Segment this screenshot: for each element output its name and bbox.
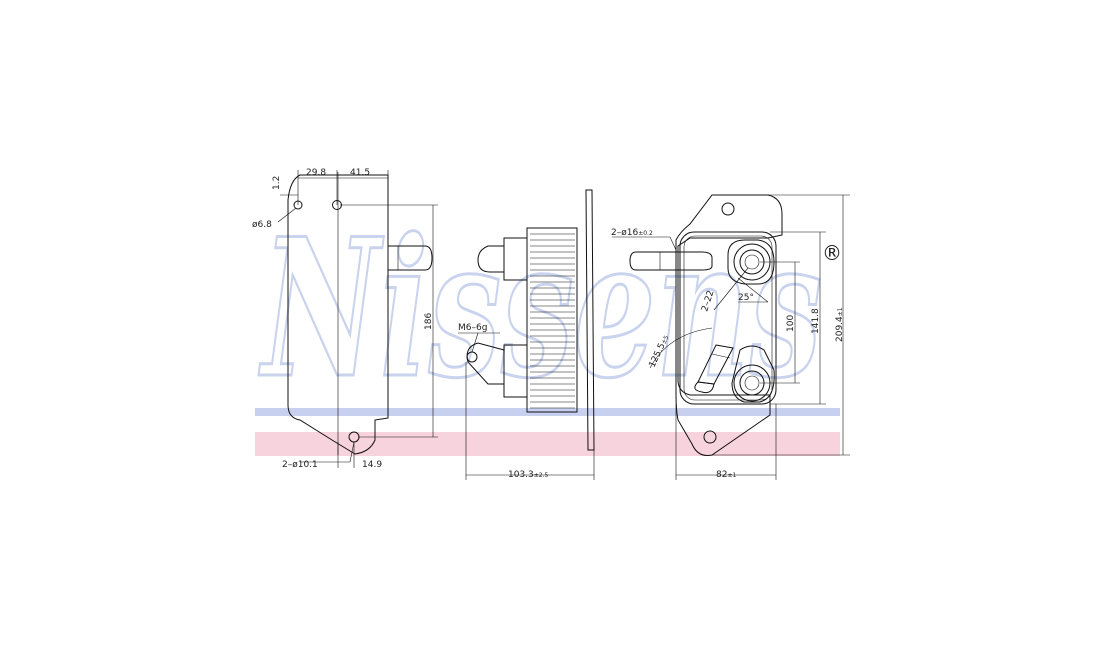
right-dim-height-value: 209.4 bbox=[835, 316, 845, 342]
watermark-registered-mark: ® bbox=[822, 241, 842, 265]
right-dim-center-spacing: 100 bbox=[786, 315, 796, 332]
middle-dim-depth: 103.3±2.5 bbox=[508, 470, 549, 480]
middle-view-bottom-pipe bbox=[466, 342, 505, 385]
right-dim-height: 209.4±1 bbox=[835, 307, 845, 342]
right-view-lower-port-inner bbox=[744, 375, 760, 391]
left-view: 29.8 41.5 1.2 ø6.8 186 2–ø10.1 14.9 bbox=[252, 168, 438, 470]
middle-dim-thread: M6–6g bbox=[458, 323, 487, 333]
right-view-upper-pipe bbox=[629, 251, 713, 271]
right-dim-ports-leader bbox=[713, 267, 749, 311]
left-dim-height: 186 bbox=[424, 313, 434, 330]
right-view-flange bbox=[675, 194, 783, 456]
left-dim-bottom-leader-2 bbox=[349, 441, 355, 463]
left-dim-top-1: 29.8 bbox=[306, 168, 326, 178]
right-dim-width-value: 82 bbox=[716, 470, 727, 480]
middle-view-fins bbox=[530, 233, 575, 409]
left-view-body bbox=[287, 174, 389, 455]
middle-dim-depth-value: 103.3 bbox=[508, 470, 534, 480]
middle-view-bottom-fitting bbox=[503, 344, 528, 398]
right-dim-pipe-value: 2–ø16 bbox=[611, 228, 638, 238]
left-dim-top-2: 41.5 bbox=[350, 168, 370, 178]
middle-view-top-pipe bbox=[477, 245, 504, 273]
left-dim-bottom-offset: 14.9 bbox=[362, 460, 382, 470]
left-dim-diam-leader bbox=[277, 207, 297, 223]
right-view-lower-pipe-ring bbox=[711, 353, 731, 359]
left-dim-small-gap: 1.2 bbox=[272, 176, 282, 190]
right-view-upper-port-inner bbox=[744, 254, 760, 270]
middle-view-top-fitting bbox=[503, 237, 528, 281]
middle-dim-depth-tol: ±2.5 bbox=[534, 472, 549, 479]
right-dim-width-tol: ±1 bbox=[727, 472, 736, 479]
left-view-pipe bbox=[387, 245, 433, 271]
right-dim-inner-height: 141.8 bbox=[811, 308, 821, 334]
left-dim-bottom-holes: 2–ø10.1 bbox=[282, 460, 318, 470]
right-dim-pipe-leader-2 bbox=[669, 236, 677, 251]
right-dim-pipe-tol: ±0.2 bbox=[638, 230, 653, 237]
right-view-lower-pipe-tip bbox=[694, 381, 715, 394]
right-view-top-mount-hole bbox=[721, 202, 735, 216]
right-dim-radius-arc bbox=[649, 327, 713, 369]
right-view-bottom-mount-hole bbox=[703, 430, 717, 444]
watermark-band-pink bbox=[255, 432, 840, 456]
right-dim-angle: 25° bbox=[738, 293, 754, 303]
right-dim-height-tol: ±1 bbox=[837, 307, 844, 316]
right-view-lower-boss bbox=[731, 345, 775, 403]
right-dim-pipe: 2–ø16±0.2 bbox=[611, 228, 653, 238]
right-dim-angle-ray-1 bbox=[737, 277, 769, 303]
right-view-core bbox=[679, 231, 777, 405]
middle-view-core bbox=[526, 227, 578, 413]
left-dim-hole-diameter: ø6.8 bbox=[252, 220, 272, 230]
right-dim-width: 82±1 bbox=[716, 470, 736, 480]
watermark-brand: Nissens bbox=[258, 197, 822, 420]
middle-dim-thread-leader-2 bbox=[471, 332, 479, 353]
right-dim-radius-tol: ±5 bbox=[660, 334, 670, 345]
middle-view: M6–6g 103.3±2.5 bbox=[458, 189, 595, 480]
right-view-core-inner bbox=[683, 235, 773, 401]
